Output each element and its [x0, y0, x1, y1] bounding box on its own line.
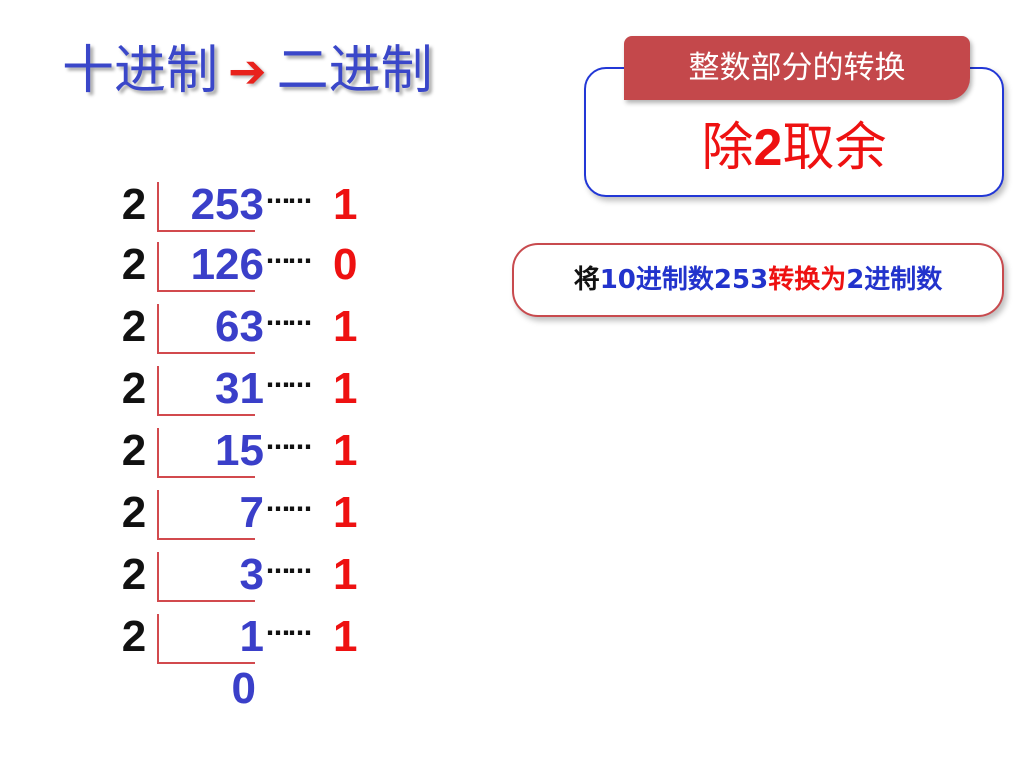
division-bracket — [157, 242, 255, 292]
dividend: 253 — [190, 180, 264, 229]
division-bracket — [157, 490, 255, 540]
remainder: 1 — [333, 612, 358, 661]
divisor: 2 — [121, 426, 147, 475]
method-tab: 整数部分的转换 — [624, 36, 970, 100]
method-rule-num: 2 — [753, 119, 783, 177]
arrow-right-icon: ➔ — [228, 44, 267, 98]
divisor: 2 — [121, 180, 147, 229]
leader-dots: …… — [266, 365, 312, 393]
dividend: 3 — [239, 550, 264, 599]
divisor: 2 — [121, 302, 147, 351]
divisor: 2 — [121, 550, 147, 599]
division-bracket — [157, 182, 255, 232]
dividend: 15 — [215, 426, 264, 475]
leader-dots: …… — [266, 241, 312, 269]
dividend: 7 — [239, 488, 264, 537]
remainder: 1 — [333, 488, 358, 537]
division-step: 2 7 …… 1 — [0, 484, 400, 542]
leader-dots: …… — [266, 303, 312, 331]
remainder: 1 — [333, 180, 358, 229]
divisor: 2 — [121, 612, 147, 661]
title-to: 二进制 — [276, 41, 433, 101]
task-text-2: 10 — [599, 265, 636, 295]
task-text-7: 进制数 — [864, 265, 943, 295]
division-step: 2 126 …… 0 — [0, 236, 400, 294]
leader-dots: …… — [266, 613, 312, 641]
leader-dots: …… — [266, 489, 312, 517]
leader-dots: …… — [266, 427, 312, 455]
task-text-5: 转换为 — [768, 265, 847, 295]
method-rule-pre: 除 — [701, 118, 754, 178]
division-bracket — [157, 366, 255, 416]
task-text-4: 253 — [713, 265, 769, 295]
dividend: 126 — [190, 240, 264, 289]
division-step: 2 253 …… 1 — [0, 176, 400, 234]
task-text-3: 进制数 — [635, 265, 714, 295]
leader-dots: …… — [266, 181, 312, 209]
task-text-6: 2 — [846, 265, 865, 295]
divisor: 2 — [121, 364, 147, 413]
leader-dots: …… — [266, 551, 312, 579]
task-box: 将10进制数253转换为2进制数 — [512, 243, 1004, 317]
remainder: 1 — [333, 426, 358, 475]
dividend: 1 — [239, 612, 264, 661]
division-bracket — [157, 552, 255, 602]
divisor: 2 — [121, 488, 147, 537]
method-rule: 除2取余 — [584, 108, 1004, 188]
division-bracket — [157, 428, 255, 478]
division-step: 2 1 …… 1 — [0, 608, 400, 666]
remainder: 1 — [333, 302, 358, 351]
remainder: 1 — [333, 364, 358, 413]
page-title: 十进制 ➔ 二进制 — [62, 36, 433, 106]
task-text-1: 将 — [573, 265, 600, 295]
division-bracket — [157, 304, 255, 354]
dividend: 31 — [215, 364, 264, 413]
dividend: 63 — [215, 302, 264, 351]
division-bracket — [157, 614, 255, 664]
remainder: 1 — [333, 550, 358, 599]
division-step: 2 31 …… 1 — [0, 360, 400, 418]
division-step: 2 15 …… 1 — [0, 422, 400, 480]
title-from: 十进制 — [62, 41, 219, 101]
final-quotient: 0 — [231, 664, 256, 713]
division-step: 2 3 …… 1 — [0, 546, 400, 604]
division-step: 2 63 …… 1 — [0, 298, 400, 356]
method-rule-post: 取余 — [782, 118, 887, 178]
divisor: 2 — [121, 240, 147, 289]
remainder: 0 — [333, 240, 358, 289]
